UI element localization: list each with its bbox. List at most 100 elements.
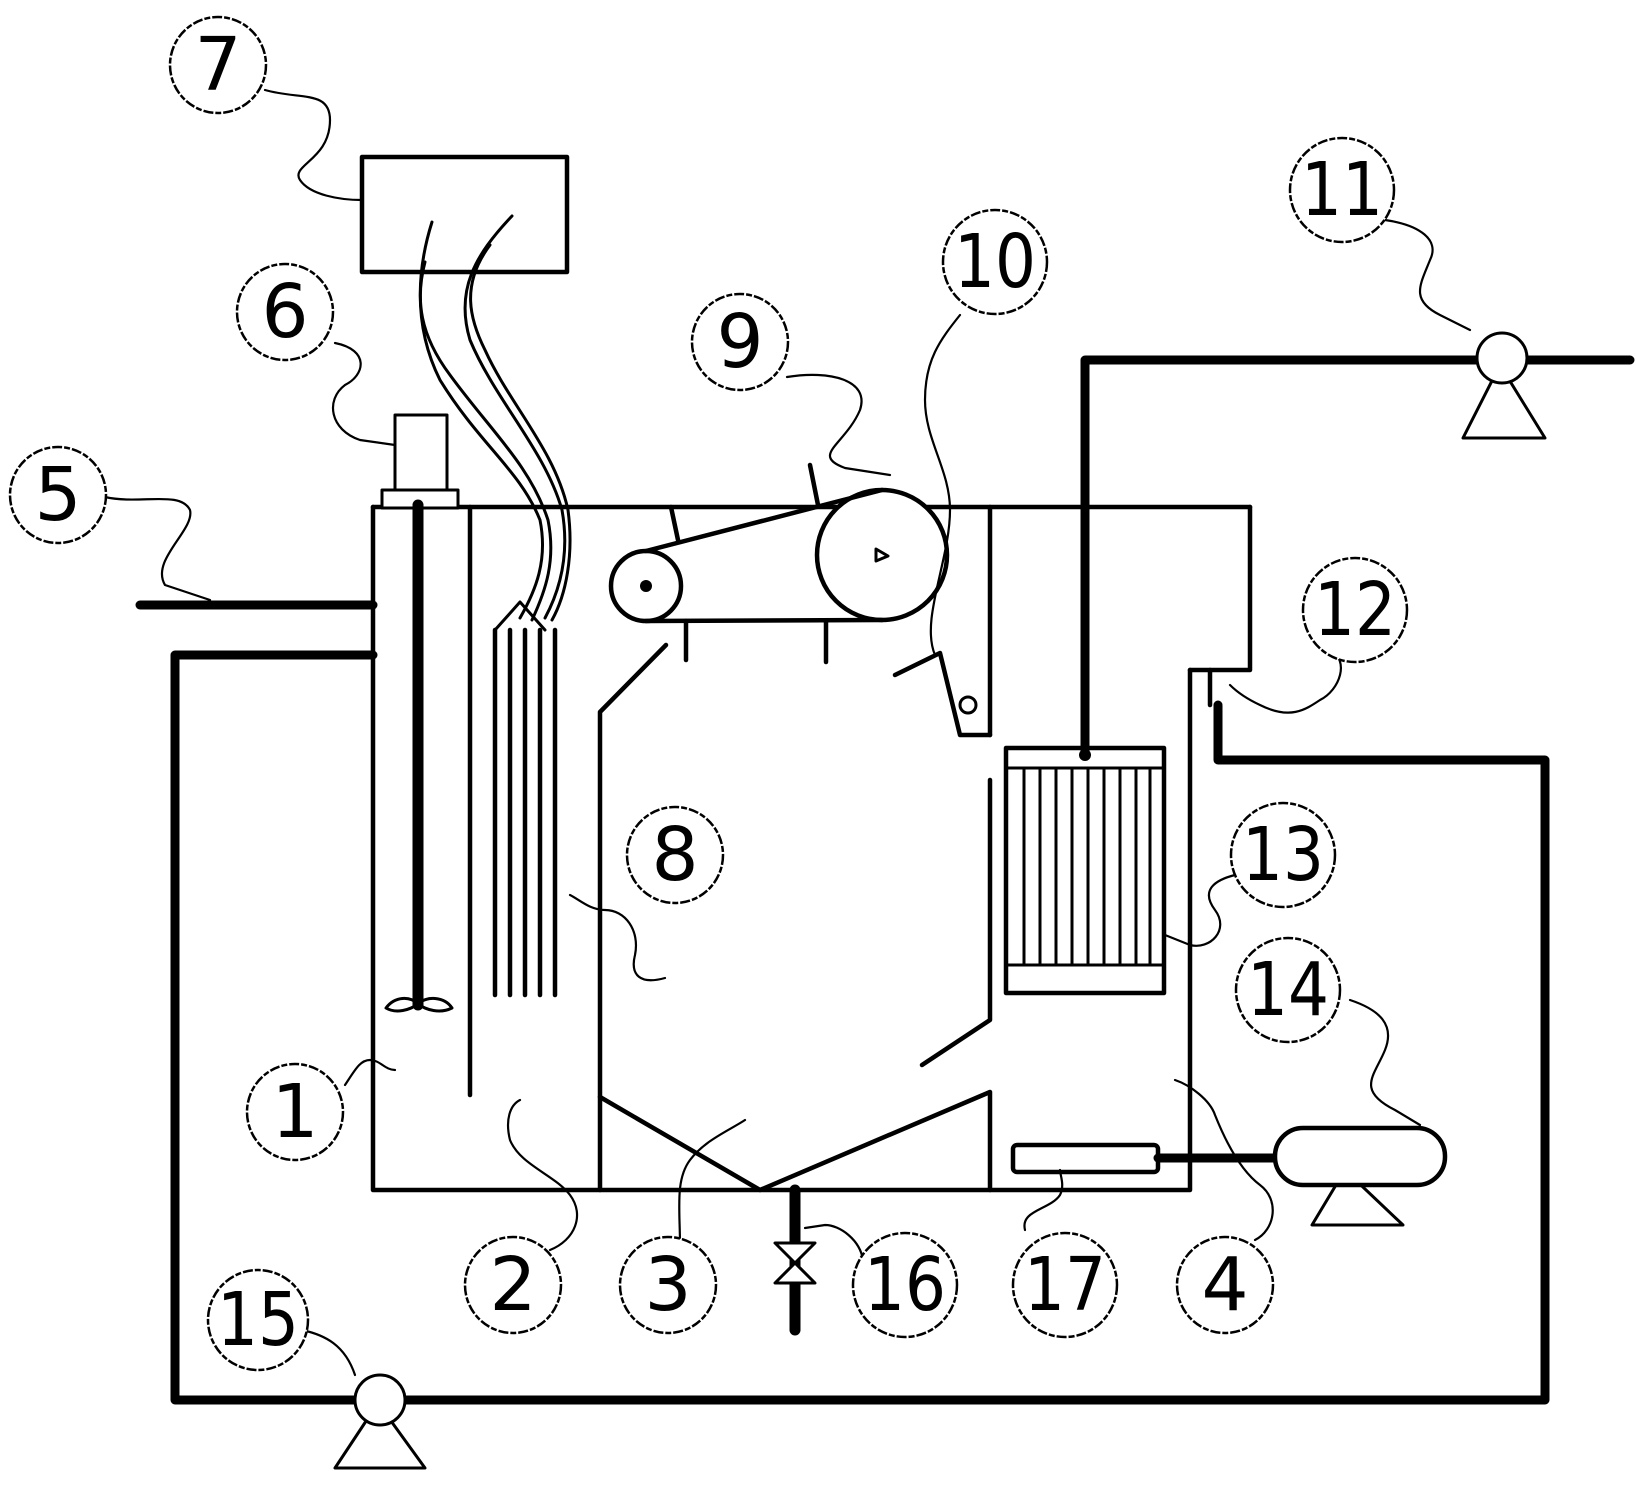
cable-b2 — [469, 243, 572, 622]
callout-5-circle — [8, 445, 108, 545]
callout-2-label: 2 — [489, 1242, 536, 1328]
aerator — [1010, 1142, 1161, 1175]
pump-15 — [333, 1373, 427, 1470]
valve-lower — [773, 1261, 817, 1285]
leader-8 — [568, 893, 667, 982]
small-pulley-hub — [640, 580, 652, 592]
scraper-blade-top-1 — [668, 504, 681, 543]
callout-13-circle — [1229, 801, 1337, 909]
leader-7 — [263, 88, 364, 202]
callout-12-circle — [1301, 556, 1409, 664]
callout-9-label: 9 — [716, 299, 763, 385]
leader-16 — [803, 1223, 865, 1262]
partitions — [467, 504, 993, 1193]
leader-13 — [1163, 873, 1237, 947]
leader-17 — [1023, 1168, 1064, 1232]
leader-2 — [506, 1098, 579, 1252]
leader-12 — [1228, 648, 1342, 714]
overflow-box — [1187, 504, 1253, 673]
pump-15-body — [353, 1373, 407, 1427]
callout-2-circle — [463, 1235, 563, 1335]
callout-16-label: 16 — [864, 1242, 946, 1328]
cable-a2 — [418, 260, 553, 622]
callout-6-circle — [235, 262, 335, 362]
leader-3 — [678, 1118, 747, 1247]
scraper-guide — [892, 650, 993, 738]
belt-bottom — [643, 617, 885, 624]
callout-9-circle — [690, 292, 790, 392]
callout-16: 16 — [851, 1231, 959, 1339]
guide-roller — [958, 695, 978, 715]
sludge-drain — [773, 1184, 817, 1336]
cable-junction — [493, 600, 547, 632]
leader-11 — [1383, 218, 1472, 332]
leader-14 — [1348, 998, 1422, 1127]
recycle-line — [170, 650, 1550, 1470]
callout-2: 2 — [463, 1235, 563, 1335]
leader-6 — [331, 341, 397, 447]
callout-14-label: 14 — [1247, 947, 1329, 1033]
leader-1 — [343, 1058, 397, 1087]
callout-4-label: 4 — [1201, 1242, 1248, 1328]
callout-8-circle — [625, 805, 725, 905]
callout-12: 12 — [1301, 556, 1409, 664]
callout-17-circle — [1011, 1231, 1119, 1339]
callout-13: 13 — [1229, 801, 1337, 909]
callout-13-label: 13 — [1242, 812, 1324, 898]
baffle-3-4-mid — [919, 777, 993, 1068]
cable-b — [463, 214, 567, 620]
sludge-hopper — [597, 1089, 993, 1193]
leader-10 — [923, 313, 962, 657]
callout-15-circle — [206, 1268, 310, 1372]
callout-10: 10 — [941, 208, 1049, 316]
callout-10-label: 10 — [954, 219, 1036, 305]
pump-15-stand — [333, 1401, 427, 1470]
leader-15 — [300, 1328, 357, 1377]
tank-outer-wall — [370, 504, 1193, 1193]
callout-7-label: 7 — [194, 22, 241, 108]
blower-body — [1272, 1125, 1448, 1188]
callout-8-label: 8 — [651, 812, 698, 898]
mixer — [380, 413, 460, 1013]
aeration — [1010, 1125, 1448, 1227]
electrolysis — [359, 154, 572, 998]
baffle-2-3 — [597, 642, 669, 1193]
callout-5-label: 5 — [34, 452, 81, 538]
large-pulley-hub — [874, 547, 890, 563]
permeate-line — [1079, 331, 1635, 761]
callout-17-label: 17 — [1024, 1242, 1106, 1328]
valve-upper — [773, 1241, 817, 1265]
callout-3-label: 3 — [644, 1242, 691, 1328]
callout-17: 17 — [1011, 1231, 1119, 1339]
callout-7-circle — [168, 15, 268, 115]
pump-11-stand — [1461, 363, 1547, 440]
callout-7: 7 — [168, 15, 268, 115]
callout-8: 8 — [625, 805, 725, 905]
callout-14-circle — [1234, 936, 1342, 1044]
callout-10-circle — [941, 208, 1049, 316]
callout-11: 11 — [1288, 136, 1396, 244]
callout-4-circle — [1175, 1235, 1275, 1335]
callout-9: 9 — [690, 292, 790, 392]
callout-6-label: 6 — [261, 269, 308, 355]
membrane-module — [1003, 745, 1167, 996]
leader-4 — [1173, 1078, 1274, 1242]
callout-14: 14 — [1234, 936, 1342, 1044]
pump-11-body — [1475, 331, 1529, 385]
leader-9 — [785, 373, 892, 477]
callout-15: 15 — [206, 1268, 310, 1372]
belt-scraper — [608, 462, 978, 715]
callout-15-label: 15 — [217, 1277, 299, 1363]
power-supply — [359, 154, 570, 275]
permeate-pipe — [1080, 355, 1635, 760]
recycle-pipe — [170, 650, 1550, 1405]
membrane-frame — [1003, 745, 1167, 996]
leaders — [103, 88, 1472, 1377]
callout-11-label: 11 — [1301, 147, 1383, 233]
blower-stand — [1310, 1168, 1405, 1227]
callout-5: 5 — [8, 445, 108, 545]
callout-4: 4 — [1175, 1235, 1275, 1335]
mixer-motor — [393, 413, 449, 492]
permeate-tap — [1079, 749, 1091, 761]
